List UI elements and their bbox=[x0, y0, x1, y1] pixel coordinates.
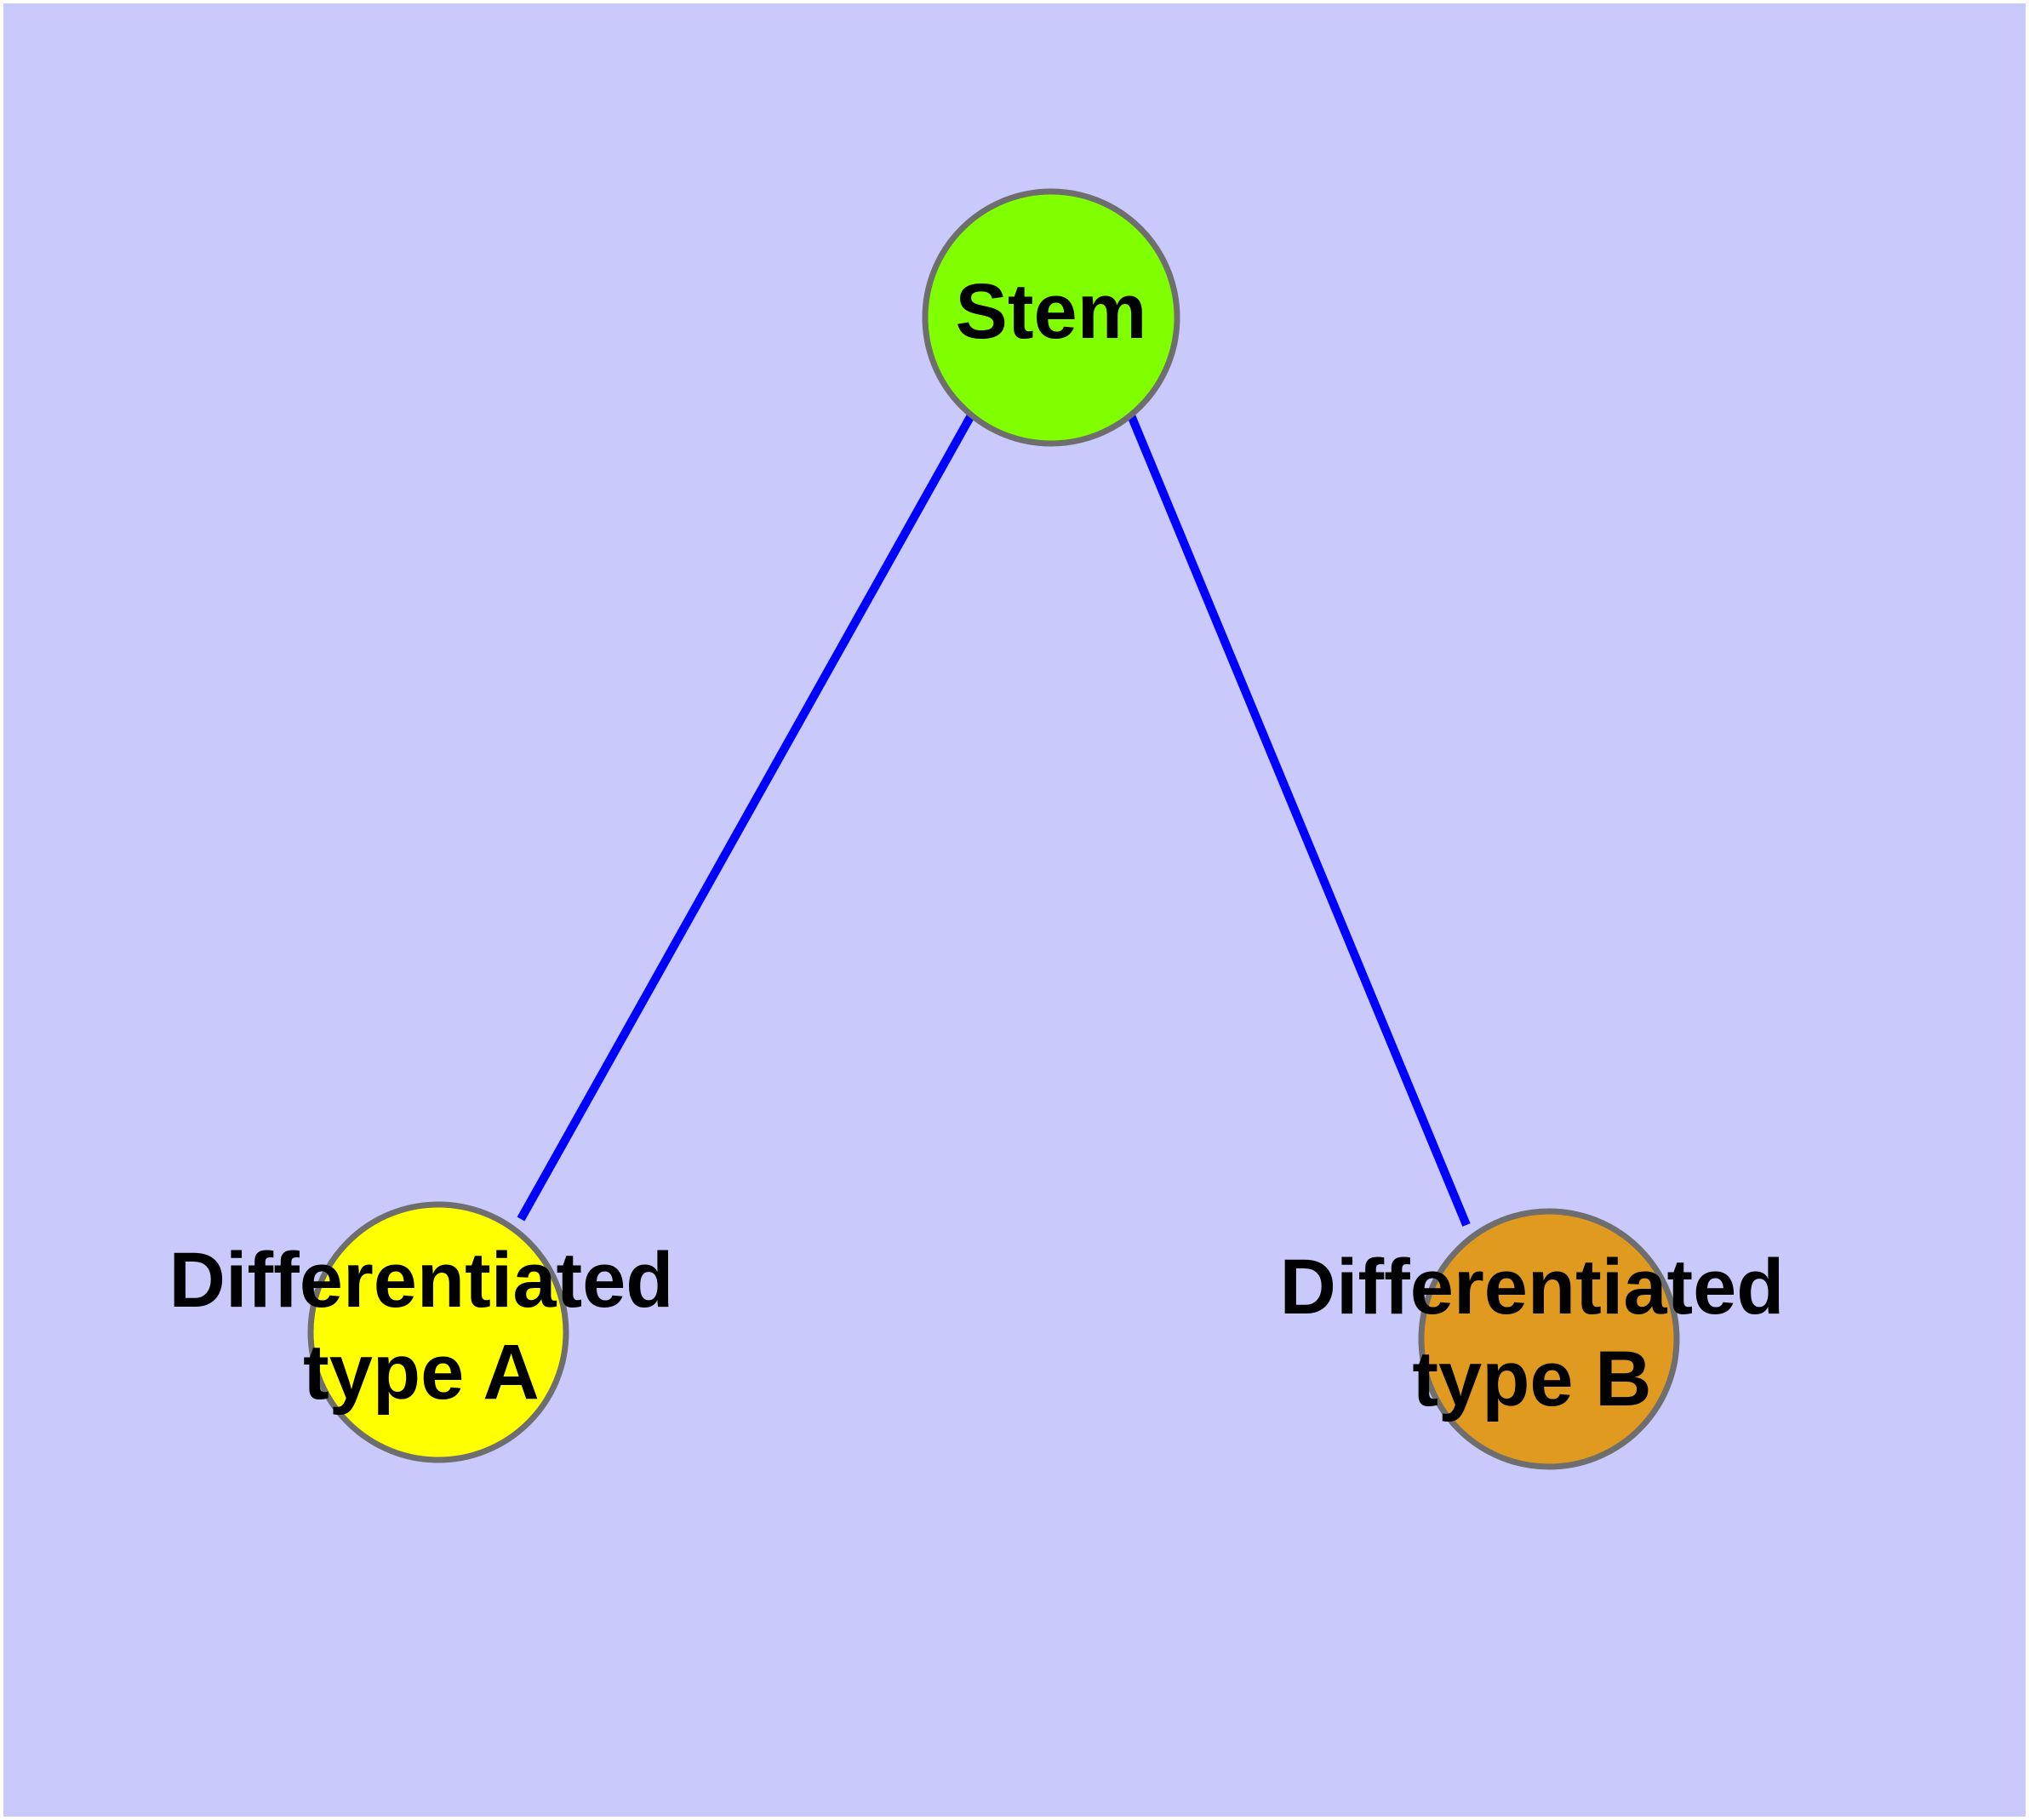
node-differentiated-type-a-circle[interactable] bbox=[307, 1201, 569, 1463]
edge-stem-to-differentiated-a bbox=[517, 413, 975, 1222]
node-stem-circle[interactable] bbox=[922, 188, 1180, 447]
edge-stem-to-differentiated-b bbox=[1127, 414, 1471, 1227]
node-differentiated-type-b-circle[interactable] bbox=[1418, 1208, 1680, 1470]
edges-layer bbox=[517, 413, 1471, 1227]
node-stem-label: Stem bbox=[956, 268, 1147, 355]
node-stem[interactable]: Stem bbox=[922, 188, 1180, 447]
